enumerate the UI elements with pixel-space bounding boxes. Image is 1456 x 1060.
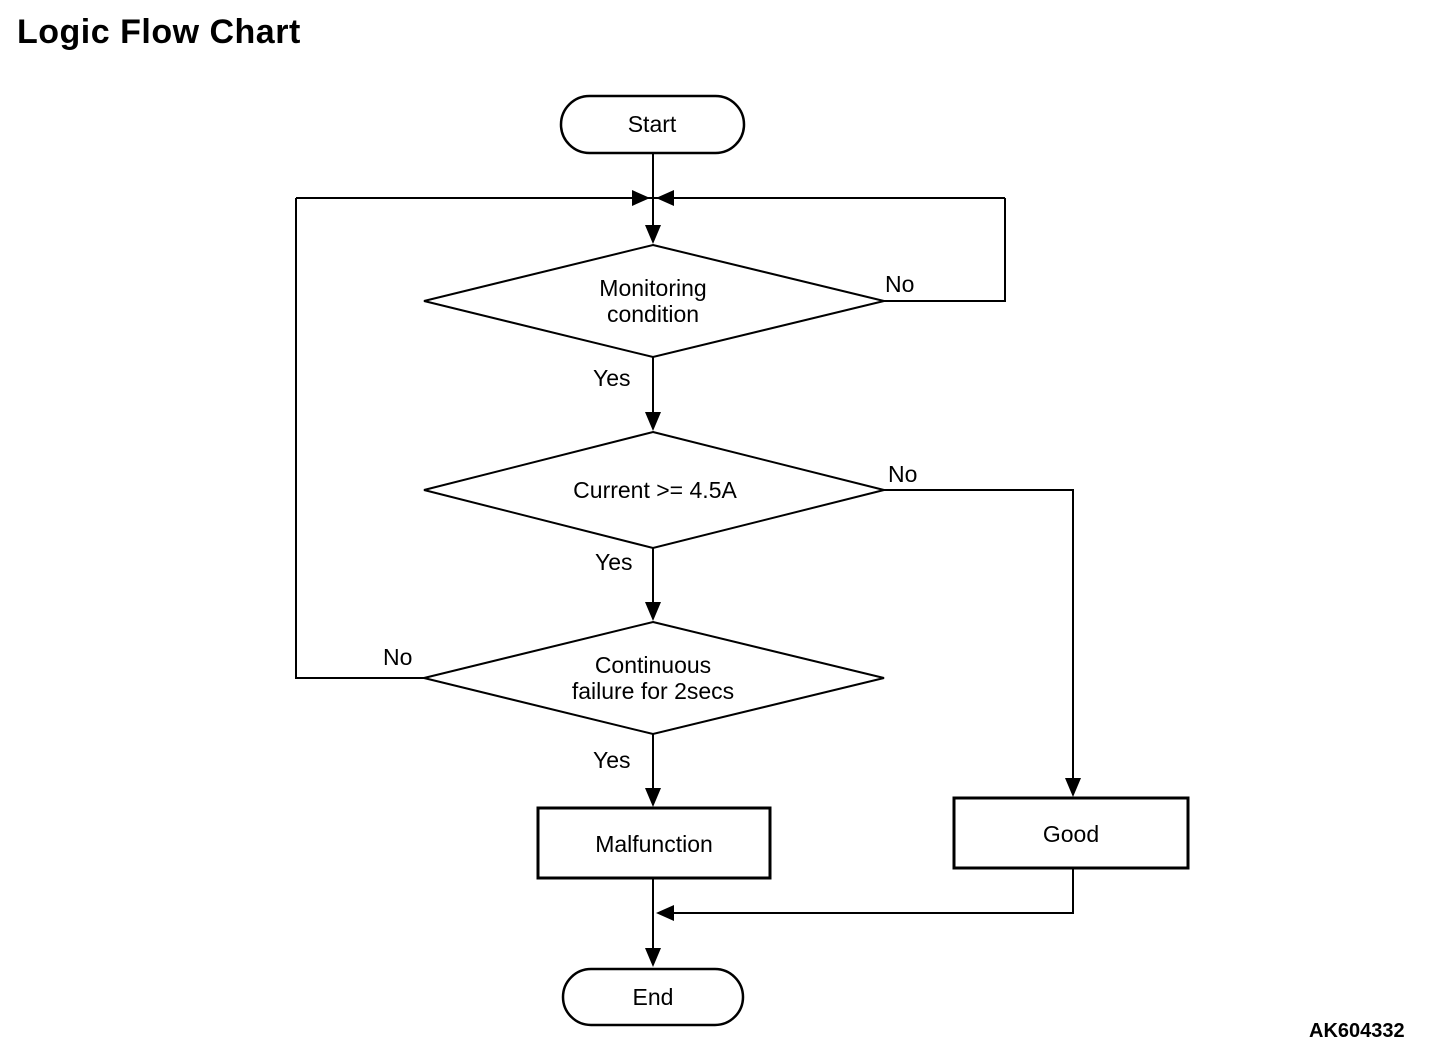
arrow-junction-end-icon [656, 905, 674, 921]
arrow-into-malfunction-icon [645, 788, 661, 807]
edge-current-no-to-good [884, 489, 1074, 792]
figure-code: AK604332 [1309, 1020, 1405, 1042]
decision-current-shape [423, 430, 885, 550]
edge-label-monitoring-no: No [885, 271, 915, 297]
arrow-into-end-icon [645, 948, 661, 967]
edge-label-continuous-yes: Yes [593, 747, 631, 773]
edge-continuous-no-loop [295, 198, 424, 679]
decision-continuous-label-line2: failure for 2secs [571, 678, 735, 704]
decision-continuous-label: Continuous failure for 2secs [572, 652, 734, 704]
edge-monitoring-no-loop [884, 198, 1006, 302]
process-good-shape [952, 796, 1190, 870]
end-terminator-shape [561, 967, 745, 1027]
arrow-junction-right-icon [632, 190, 650, 206]
decision-monitoring-label-line2: condition [606, 301, 700, 327]
decision-current-label: Current >= 4.5A [573, 477, 737, 503]
edge-label-current-yes: Yes [595, 549, 633, 575]
edge-label-continuous-no: No [383, 644, 413, 670]
edge-good-to-junction [660, 868, 1074, 914]
process-malfunction-shape [536, 806, 772, 880]
decision-monitoring-shape [423, 243, 885, 359]
edge-label-current-no: No [888, 461, 918, 487]
arrow-into-continuous-icon [645, 602, 661, 621]
connector-lines [295, 153, 1074, 962]
arrow-into-good-icon [1065, 778, 1081, 797]
arrowheads [632, 190, 1081, 967]
decision-continuous-label-line1: Continuous [594, 652, 712, 678]
malfunction-label: Malfunction [595, 831, 713, 857]
page-title: Logic Flow Chart [17, 13, 301, 51]
arrow-into-monitoring-icon [645, 225, 661, 244]
good-label: Good [1042, 821, 1100, 847]
decision-monitoring-label-line1: Monitoring [599, 275, 707, 301]
start-label: Start [627, 111, 677, 137]
end-label: End [632, 984, 674, 1010]
arrow-junction-left-icon [656, 190, 674, 206]
decision-monitoring-label: Monitoring condition [599, 275, 706, 327]
edge-label-monitoring-yes: Yes [593, 365, 631, 391]
arrow-into-current-icon [645, 412, 661, 431]
start-terminator-shape [559, 94, 746, 155]
decision-continuous-shape [423, 620, 885, 736]
